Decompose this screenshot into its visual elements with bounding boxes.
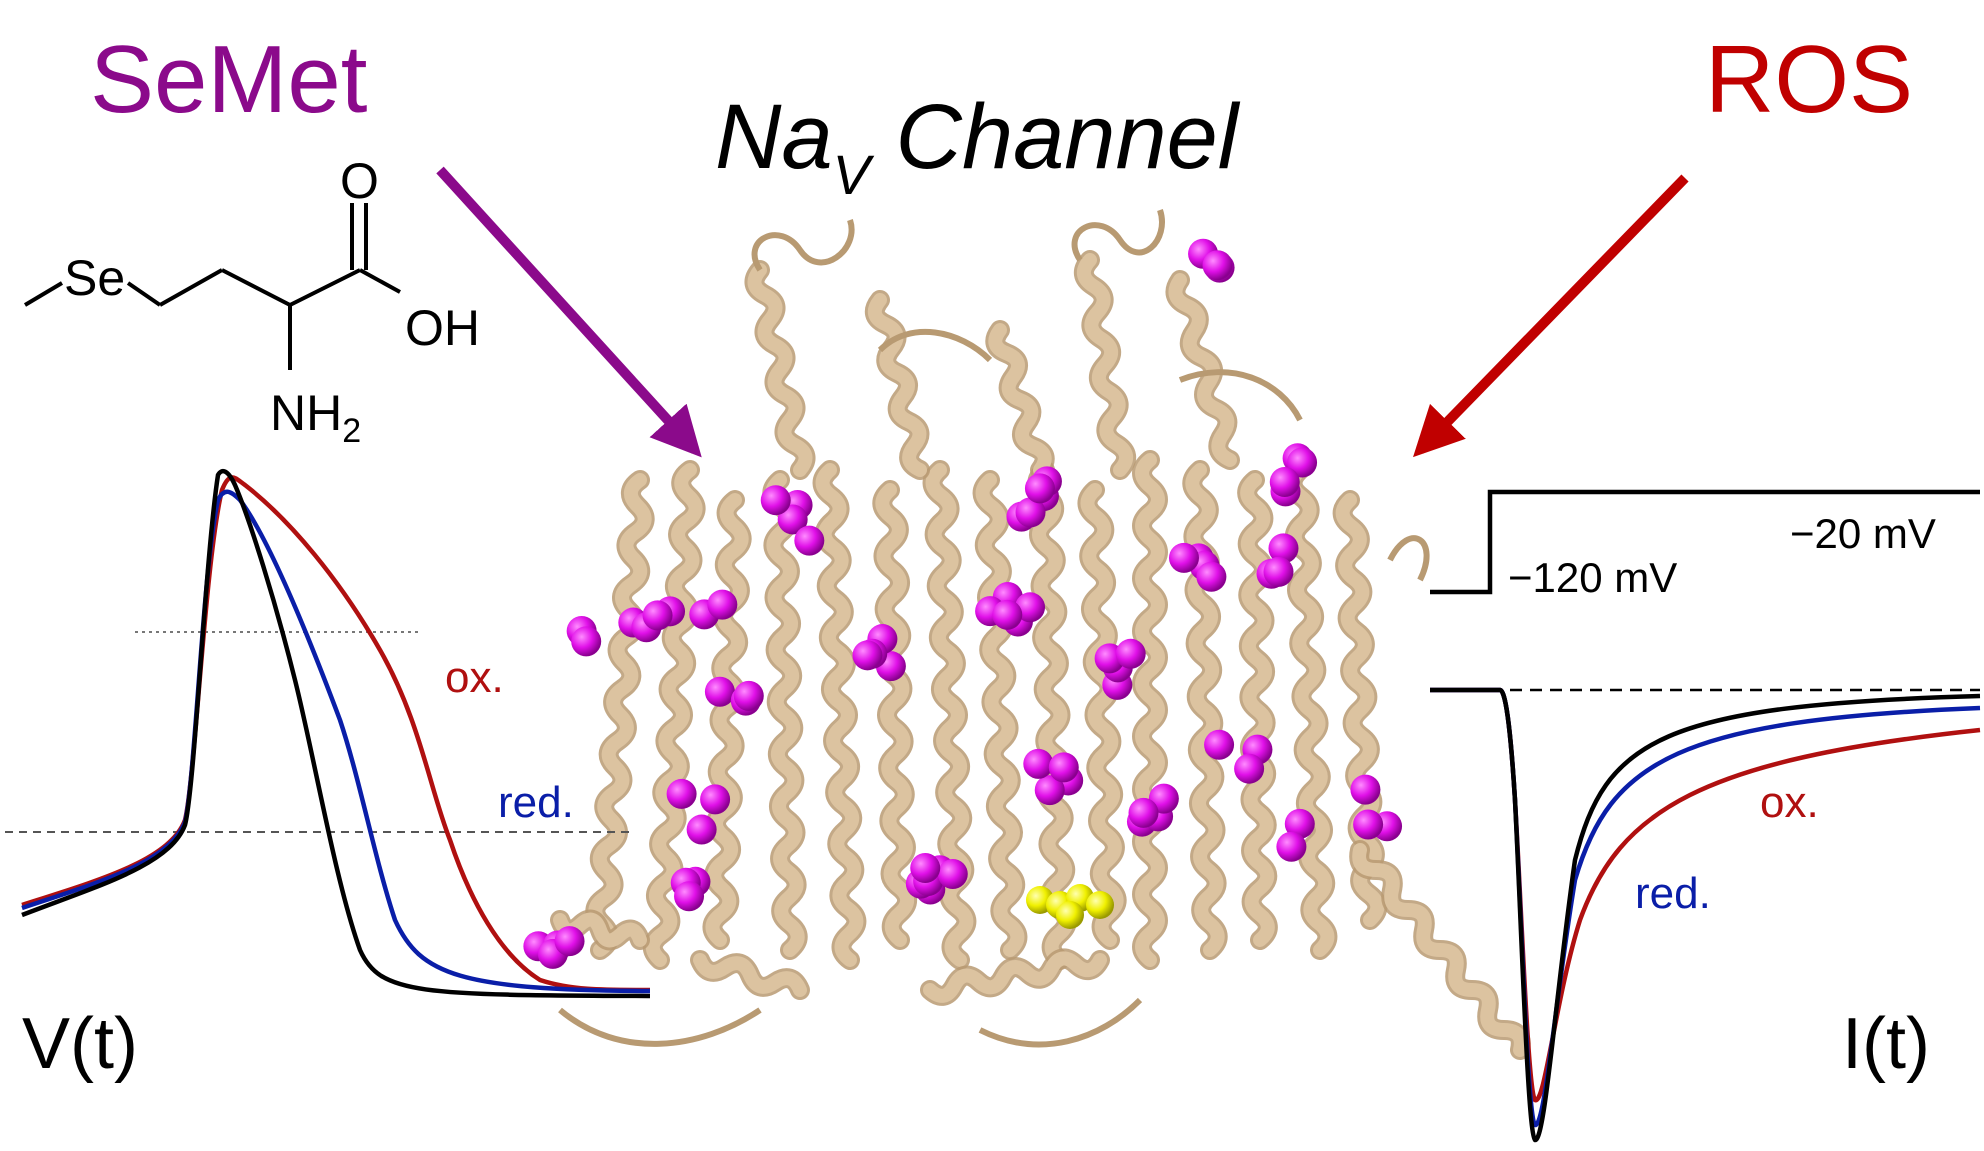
semet-label: SeMet: [90, 26, 367, 133]
ap-trace-control: [21, 468, 651, 999]
action-potential-plot: ox. red. V(t): [5, 468, 651, 1084]
oh-group-label: OH: [405, 300, 480, 356]
step-voltage-label: −20 mV: [1790, 510, 1936, 557]
nh-text: NH: [270, 385, 342, 441]
holding-voltage-label: −120 mV: [1508, 554, 1677, 601]
title-na: Na: [715, 86, 833, 188]
ap-red-label: red.: [498, 778, 574, 827]
semet-arrow: [436, 166, 702, 458]
current-trace-control: [1430, 687, 1981, 1143]
title-subscript: V: [833, 143, 875, 206]
voltage-axis-label: V(t): [22, 1004, 138, 1084]
sodium-current-plot: ox. red. I(t): [1430, 687, 1981, 1143]
ap-ox-label: ox.: [445, 653, 504, 702]
voltage-protocol: −120 mV −20 mV: [1430, 489, 1980, 601]
ros-label: ROS: [1705, 26, 1913, 133]
methionine-residues: [523, 238, 1403, 969]
selenomethionine-structure: [23, 203, 401, 370]
svg-text:NaV Channel: NaV Channel: [715, 86, 1241, 206]
current-axis-label: I(t): [1842, 1004, 1930, 1084]
cysteine-residue: [1026, 884, 1114, 929]
figure-title: NaV Channel: [715, 86, 1241, 206]
se-atom-label: Se: [64, 250, 125, 306]
title-channel: Channel: [870, 86, 1241, 188]
current-red-label: red.: [1635, 869, 1711, 918]
o-atom-label: O: [340, 153, 379, 209]
ros-arrow: [1413, 174, 1689, 458]
nh-subscript: 2: [342, 412, 361, 450]
nh2-group-label: NH2: [270, 385, 361, 450]
nav-channel-structure: [523, 209, 1531, 1060]
protein-ribbon: [550, 209, 1531, 1060]
current-ox-label: ox.: [1760, 778, 1819, 827]
